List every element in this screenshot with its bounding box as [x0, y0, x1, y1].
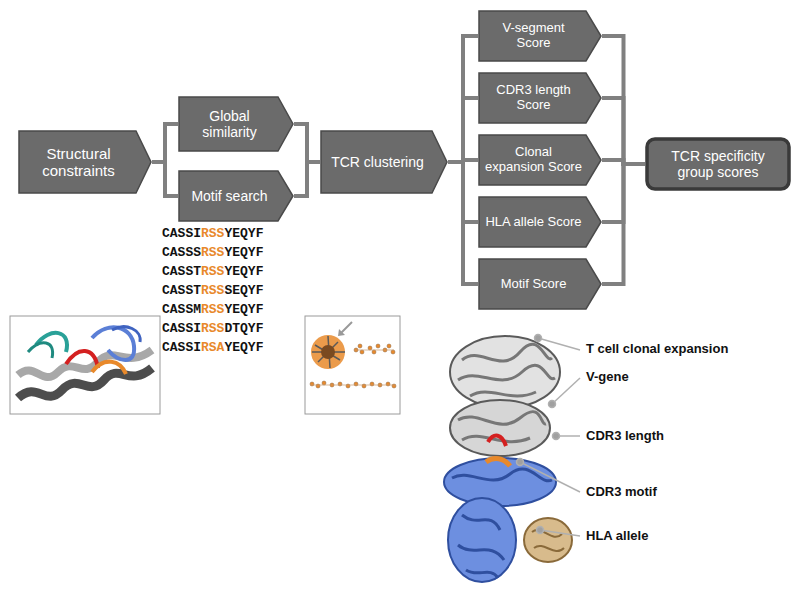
node-text: Motif Score [501, 277, 567, 292]
arrow-shape [479, 259, 601, 309]
node-body: V-segment Score [478, 10, 602, 62]
arrow-shape [179, 171, 293, 221]
process-arrow: HLA allele Score [478, 196, 602, 248]
connector [602, 98, 645, 164]
callout-label: HLA allele [584, 528, 650, 543]
connector [448, 162, 478, 284]
arrow-shape [479, 197, 601, 247]
node-text: Global similarity [184, 108, 275, 140]
node-body: Structural constraints [18, 130, 152, 194]
cdr3-sequence: CASSSRSSYEQYF [162, 245, 263, 260]
sequence-part: RSS [201, 302, 224, 317]
node-body: CDR3 length Score [478, 72, 602, 124]
node-body: Motif search [178, 170, 294, 222]
cdr3-sequence: CASSMRSSYEQYF [162, 302, 263, 317]
node-text: TCR specificity group scores [653, 148, 783, 180]
process-arrow: Motif search [178, 170, 294, 222]
tcr-hla-structure [444, 336, 572, 582]
callout-label: T cell clonal expansion [584, 341, 730, 356]
arrow-shape [479, 73, 601, 123]
node-text: V-segment Score [484, 21, 583, 51]
node-body: TCR specificity group scores [645, 137, 791, 191]
sequence-part: CASSI [162, 226, 201, 241]
cdr3-sequence: CASSTRSSYEQYF [162, 264, 263, 279]
sequence-part: CASSI [162, 321, 201, 336]
process-arrow: V-segment Score [478, 10, 602, 62]
arrow-shape [19, 131, 151, 193]
sequence-part: YEQYF [224, 226, 263, 241]
sequence-part: RSS [201, 245, 224, 260]
sequence-part: YEQYF [224, 340, 263, 355]
node-text: HLA allele Score [485, 215, 581, 230]
cdr3-sequence: CASSIRSSYEQYF [162, 226, 263, 241]
node-body: TCR clustering [320, 130, 448, 194]
connector [448, 98, 478, 162]
structure-thumbnail [10, 316, 160, 414]
node-body: Clonal expansion Score [478, 134, 602, 186]
node-text: TCR clustering [331, 154, 424, 170]
cdr3-sequence: CASSTRSSSEQYF [162, 283, 263, 298]
sequence-part: CASST [162, 264, 201, 279]
leader-lines [517, 335, 581, 537]
process-arrow: Clonal expansion Score [478, 134, 602, 186]
node-body: Motif Score [478, 258, 602, 310]
arrow-shape [479, 135, 601, 185]
sequence-part: CASSS [162, 245, 201, 260]
sequence-part: YEQYF [224, 245, 263, 260]
process-arrow: CDR3 length Score [478, 72, 602, 124]
sequence-part: RSS [201, 226, 224, 241]
process-arrow: Motif Score [478, 258, 602, 310]
sequence-part: DTQYF [224, 321, 263, 336]
connector [294, 124, 320, 162]
sequence-part: YEQYF [224, 264, 263, 279]
sequence-part: CASSI [162, 340, 201, 355]
connector [602, 36, 645, 164]
cdr3-sequence: CASSIRSAYEQYF [162, 340, 263, 355]
node-text: Clonal expansion Score [484, 145, 583, 175]
node-body: HLA allele Score [478, 196, 602, 248]
process-arrow: TCR clustering [320, 130, 448, 194]
callout-label: V-gene [584, 369, 631, 384]
connector [152, 162, 178, 196]
sequence-part: RSS [201, 264, 224, 279]
connector [448, 36, 478, 162]
node-body: Global similarity [178, 96, 294, 152]
connector [152, 124, 178, 162]
sequence-part: YEQYF [224, 302, 263, 317]
arrow-shape [321, 131, 447, 193]
connector [602, 164, 645, 284]
process-arrow: Structural constraints [18, 130, 152, 194]
sequence-part: RSS [201, 321, 224, 336]
sequence-part: CASSM [162, 302, 201, 317]
node-text: Motif search [191, 188, 267, 204]
cdr3-sequence: CASSIRSSDTQYF [162, 321, 263, 336]
node-text: Structural constraints [24, 145, 133, 180]
connector [294, 162, 320, 196]
arrow-shape [179, 97, 293, 151]
callout-label: CDR3 motif [584, 484, 659, 499]
result-box: TCR specificity group scores [645, 137, 791, 191]
sequence-part: RSA [201, 340, 224, 355]
callout-label: CDR3 length [584, 428, 666, 443]
sequence-part: CASST [162, 283, 201, 298]
network-thumbnail [305, 316, 400, 414]
process-arrow: Global similarity [178, 96, 294, 152]
node-text: CDR3 length Score [484, 83, 583, 113]
sequence-part: SEQYF [224, 283, 263, 298]
arrow-shape [479, 11, 601, 61]
rounded-shape [647, 139, 789, 189]
sequence-part: RSS [201, 283, 224, 298]
